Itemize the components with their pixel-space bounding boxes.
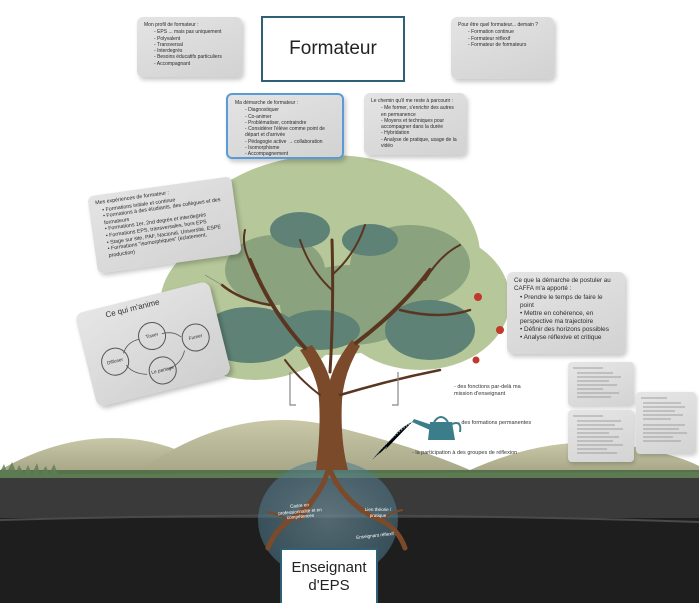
- list-item: Interdegrés: [154, 48, 235, 54]
- branches: [220, 224, 472, 397]
- enseignant-title-line2: d'EPS: [308, 576, 350, 594]
- apple: [472, 356, 480, 364]
- list-item: Considérer l'élève comme point de départ…: [245, 126, 335, 139]
- note-chemin-list: Me former, s'enrichir des autres en perm…: [371, 105, 459, 149]
- note-pour-etre-heading: Pour être quel formateur... demain ?: [458, 22, 539, 28]
- list-item: Formateur réflexif: [468, 36, 547, 42]
- list-item: Transversal: [154, 42, 235, 48]
- list-item: Besoins éducatifs particuliers: [154, 54, 235, 60]
- list-item: Polyvalent: [154, 36, 235, 42]
- formateur-title-box[interactable]: Formateur: [261, 16, 405, 82]
- note-small-2[interactable]: [568, 410, 634, 462]
- list-item: Moyens et techniques pour accompagner da…: [381, 118, 459, 131]
- list-item: Hybridation: [381, 130, 459, 136]
- enseignant-title-line1: Enseignant: [291, 559, 367, 577]
- apple: [474, 293, 482, 301]
- enseignant-title-box[interactable]: Enseignant d'EPS: [280, 548, 378, 603]
- list-item: Me former, s'enrichir des autres en perm…: [381, 105, 459, 118]
- note-cafa-heading: Ce que la démarche de postuler au CAFFA …: [514, 277, 611, 292]
- list-item: Formation continue: [468, 29, 547, 35]
- watering-can-icon: [371, 416, 462, 461]
- root-label-lien: Lien théorie / pratique: [364, 507, 392, 518]
- branch-label-fonctions: - des fonctions par-delà ma mission d'en…: [454, 384, 534, 398]
- list-item: Définir des horizons possibles: [520, 326, 618, 334]
- note-demarche-heading: Ma démarche de formateur :: [235, 100, 299, 106]
- note-pour-etre-list: Formation continue Formateur réflexif Fo…: [458, 29, 547, 48]
- list-item: Problématiser, contraindre: [245, 120, 335, 126]
- note-cafa-list: Prendre le temps de faire le point Mettr…: [514, 294, 618, 342]
- list-item: Mettre en cohérence, en perspective ma t…: [520, 310, 618, 326]
- list-item: Formateur de formateurs: [468, 42, 547, 48]
- note-chemin-heading: Le chemin qu'il me reste à parcourir :: [371, 98, 454, 104]
- branch-label-formations-text: - des formations permanentes: [458, 420, 532, 426]
- list-item: Analyse réflexive et critique: [520, 334, 618, 342]
- note-profil[interactable]: Mon profil de formateur : EPS ... mais p…: [137, 17, 242, 77]
- list-item: Accompagnement: [245, 151, 335, 157]
- note-profil-list: EPS ... mais pas uniquement Polyvalent T…: [144, 29, 235, 67]
- list-item: Pédagogie active → collaboration: [245, 139, 335, 145]
- list-item: Analyse de pratique, usage de la vidéo: [381, 137, 459, 150]
- list-item: Prendre le temps de faire le point: [520, 294, 618, 310]
- branch-label-participation-text: - la participation à des groupes de réfl…: [412, 450, 518, 456]
- foliage: [160, 155, 510, 380]
- roots: [265, 467, 408, 551]
- note-small-3-lines: [641, 397, 687, 442]
- branch-label-formations: - des formations permanentes: [458, 420, 531, 426]
- anime-cycle-arrows: [123, 332, 185, 375]
- list-item: Co-animer: [245, 114, 335, 120]
- note-small-2-lines: [573, 415, 623, 454]
- formateur-title: Formateur: [289, 38, 377, 59]
- note-demarche-list: Diagnostiquer Co-animer Problématiser, c…: [235, 107, 335, 157]
- trunk: [300, 340, 360, 470]
- list-item: Isomorphisme: [245, 145, 335, 151]
- apple: [496, 326, 504, 334]
- list-item: EPS ... mais pas uniquement: [154, 29, 235, 35]
- note-demarche[interactable]: Ma démarche de formateur : Diagnostiquer…: [226, 93, 344, 159]
- note-small-1[interactable]: [568, 362, 634, 406]
- list-item: Accompagnant: [154, 61, 235, 67]
- branch-label-fonctions-text: - des fonctions par-delà ma mission d'en…: [454, 384, 521, 397]
- anime-cycle-card[interactable]: Ce qui m'anime Diffuser Tisser Fumer Le …: [74, 280, 232, 408]
- hill-center: [140, 420, 470, 470]
- note-small-3[interactable]: [636, 392, 696, 454]
- note-profil-heading: Mon profil de formateur :: [144, 22, 199, 28]
- note-chemin[interactable]: Le chemin qu'il me reste à parcourir : M…: [364, 93, 466, 155]
- note-cafa[interactable]: Ce que la démarche de postuler au CAFFA …: [507, 272, 625, 354]
- note-pour-etre[interactable]: Pour être quel formateur... demain ? For…: [451, 17, 554, 79]
- note-small-1-lines: [573, 367, 621, 398]
- list-item: Diagnostiquer: [245, 107, 335, 113]
- branch-label-participation: - la participation à des groupes de réfl…: [412, 450, 517, 456]
